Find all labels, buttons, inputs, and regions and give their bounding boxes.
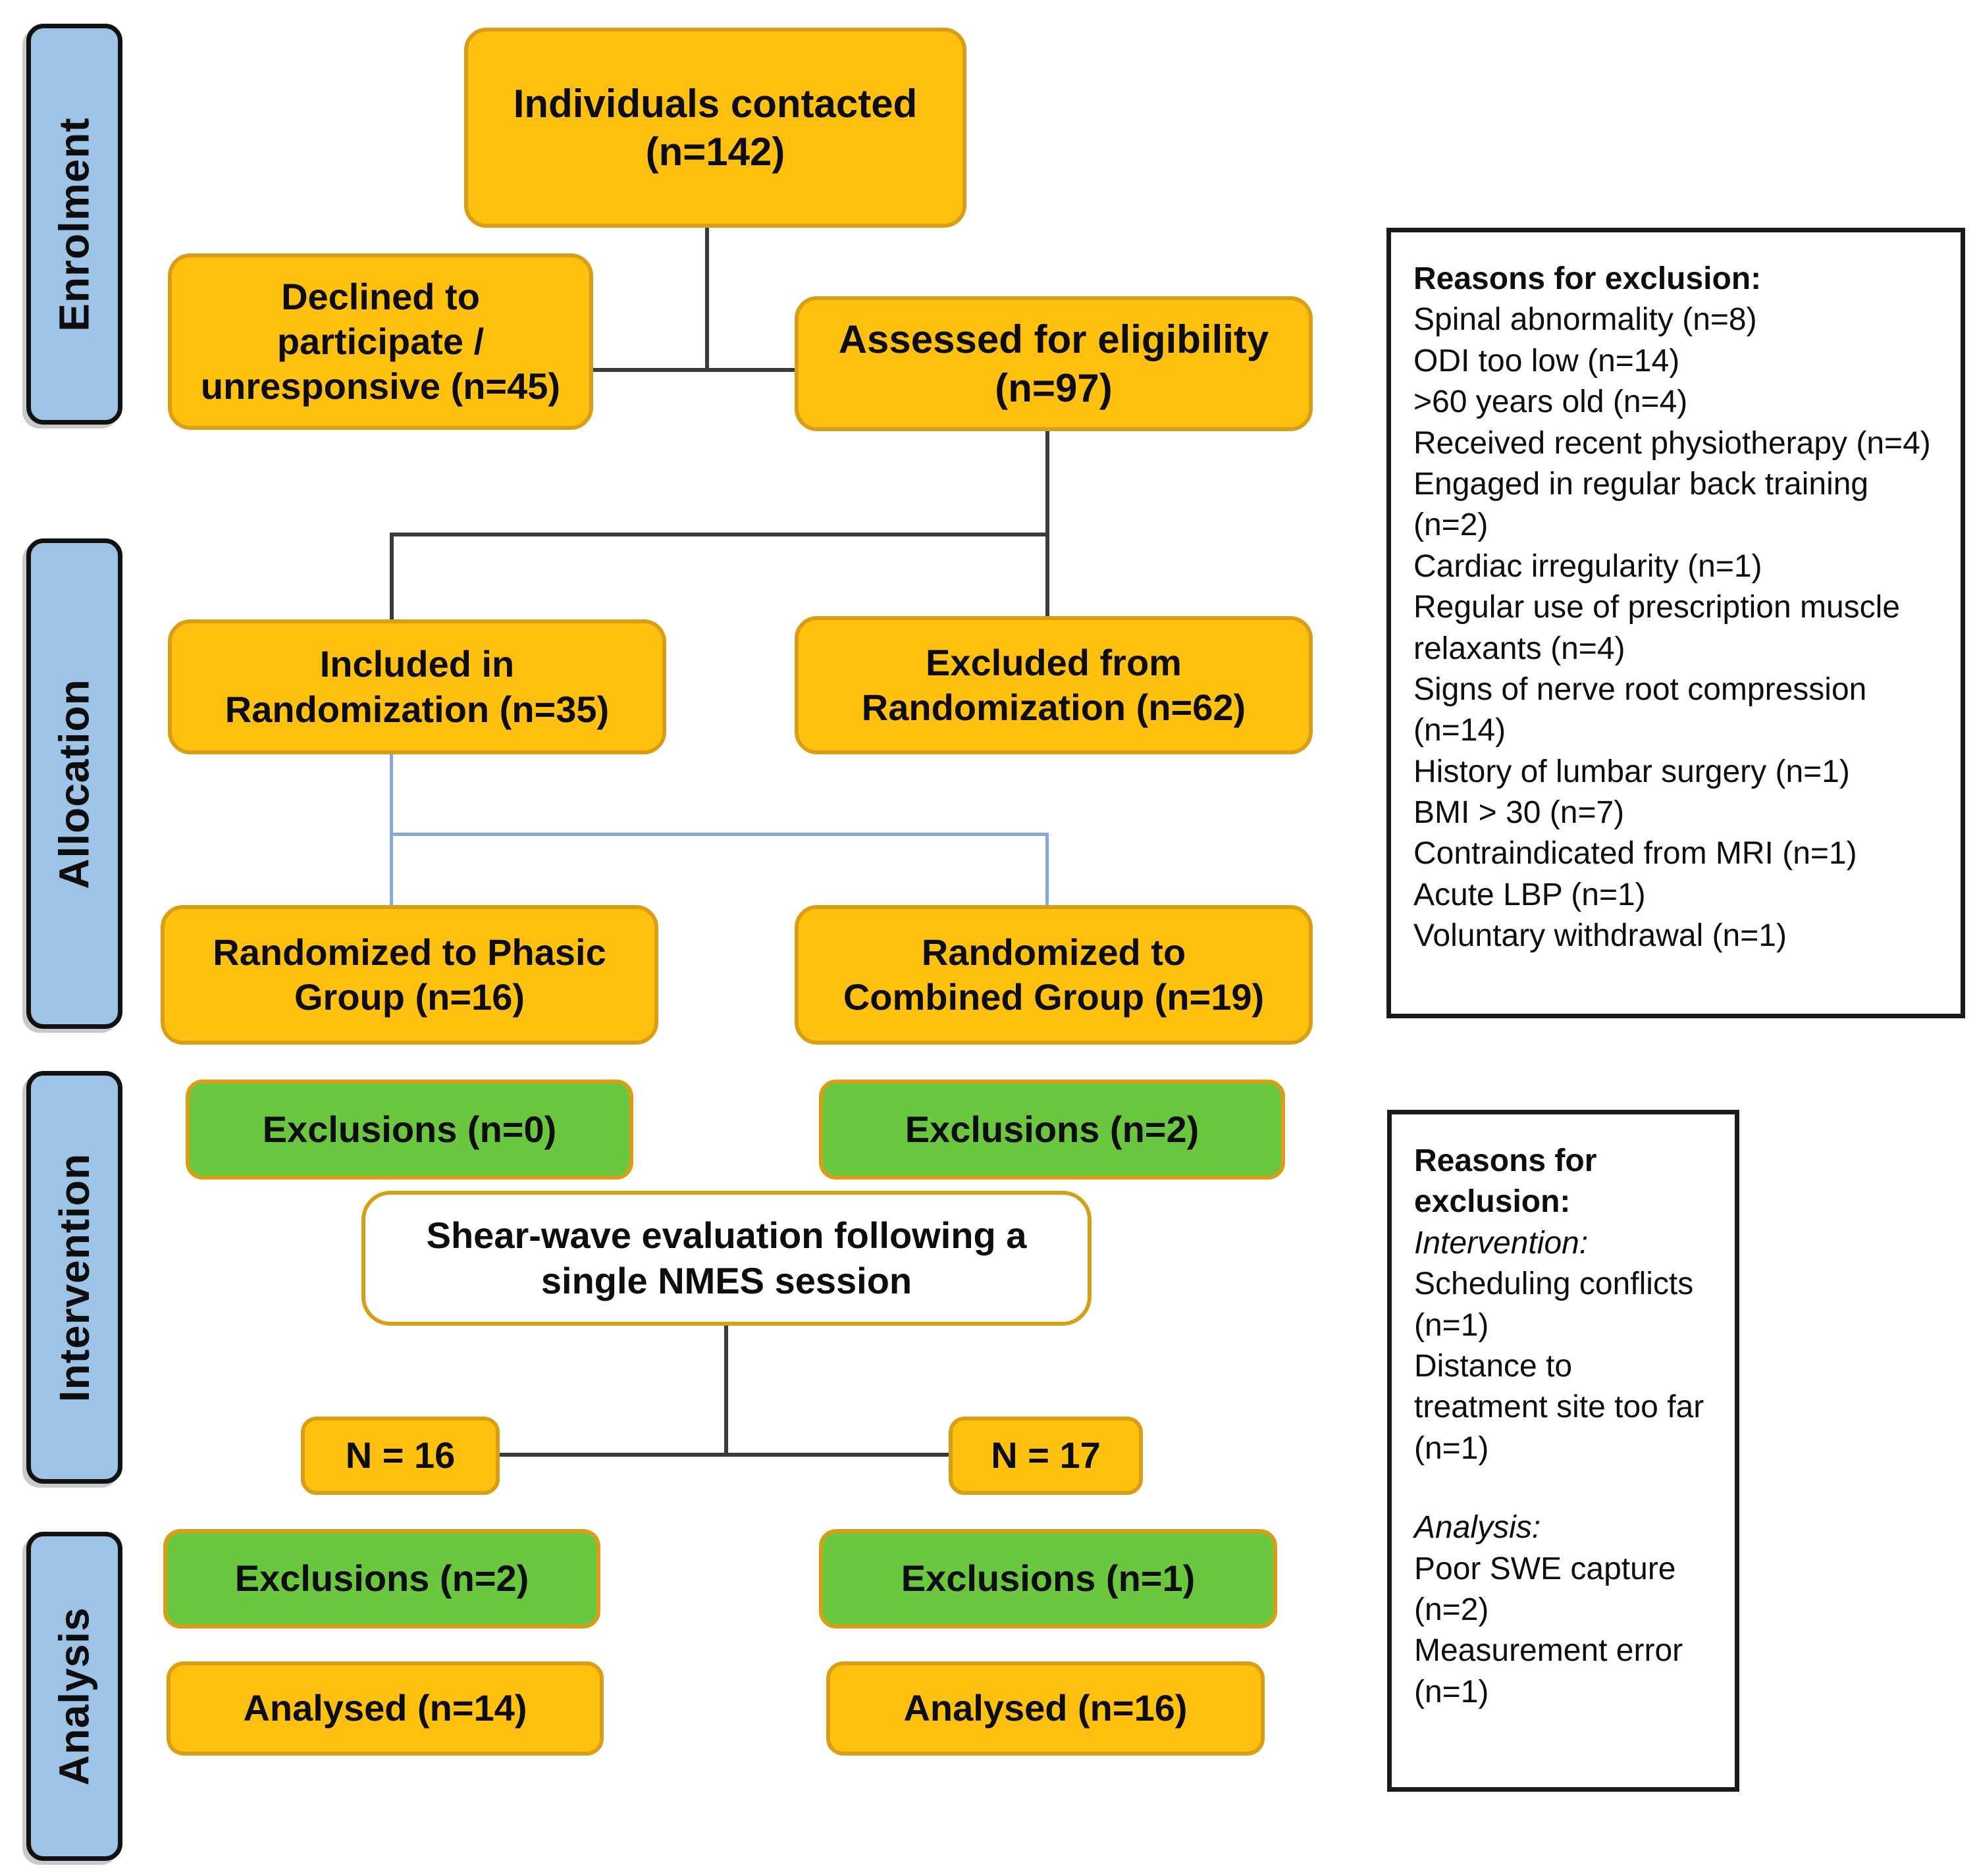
connector-assessed-down [1045,431,1049,619]
stage-label-enrolment: Enrolment [51,117,98,332]
box-analysed-combined: Analysed (n=16) [826,1661,1265,1756]
reason-line: >60 years old (n=4) [1413,384,1688,420]
connector-branch-horizontal [390,533,1048,536]
box-included: Included in Randomization (n=35) [168,619,666,754]
reason-line: Reasons for exclusion: [1414,1143,1597,1220]
stage-label-intervention: Intervention [51,1153,98,1402]
reason-line: Measurement error (n=1) [1414,1633,1683,1709]
box-exclusions-combined-intervention: Exclusions (n=2) [819,1080,1285,1180]
box-exclusions-phasic-analysis: Exclusions (n=2) [163,1529,600,1628]
box-declined: Declined to participate / unresponsive (… [168,253,593,430]
reason-line: Poor SWE capture (n=2) [1414,1551,1676,1627]
reasons-exclusion-allocation: Reasons for exclusion: Spinal abnormality… [1386,228,1965,1018]
box-individuals-contacted: Individuals contacted (n=142) [464,28,966,228]
connector-declined-assessed [593,368,797,372]
reason-line: Analysis: [1414,1510,1541,1546]
connector-n-horizontal [500,1453,950,1457]
reason-line: Regular use of prescription muscle relax… [1413,590,1901,666]
reason-line: Received recent physiotherapy (n=4) [1413,425,1931,461]
box-exclusions-combined-analysis: Exclusions (n=1) [819,1529,1277,1628]
connector-blue-phasic-drop [390,833,393,906]
box-n-phasic: N = 16 [301,1417,500,1495]
reason-line: Spinal abnormality (n=8) [1413,302,1757,338]
box-n-combined: N = 17 [949,1417,1143,1495]
stage-bar-analysis: Analysis [26,1532,122,1861]
reason-line: Scheduling conflicts (n=1) [1414,1266,1694,1343]
stage-bar-allocation: Allocation [26,538,122,1029]
reason-line: History of lumbar surgery (n=1) [1413,754,1850,789]
reasons-exclusion-analysis: Reasons for exclusion: Intervention: Sched… [1387,1110,1739,1792]
stage-bar-enrolment: Enrolment [26,24,122,425]
reason-line: Reasons for exclusion: [1413,261,1762,296]
connector-individuals-down [705,228,709,371]
box-randomized-combined: Randomized to Combined Group (n=19) [795,905,1313,1045]
stage-bar-intervention: Intervention [26,1071,122,1484]
reason-line: Contraindicated from MRI (n=1) [1413,836,1857,872]
reason-line: ODI too low (n=14) [1413,343,1680,378]
reason-line: Voluntary withdrawal (n=1) [1413,918,1787,954]
connector-blue-combined-drop [1045,833,1049,906]
stage-label-allocation: Allocation [51,678,98,889]
box-randomized-phasic: Randomized to Phasic Group (n=16) [161,905,658,1045]
box-excluded: Excluded from Randomization (n=62) [795,616,1313,754]
box-shear-wave: Shear-wave evaluation following a single… [361,1191,1092,1326]
connector-blue-horizontal [390,833,1048,836]
box-exclusions-phasic-intervention: Exclusions (n=0) [186,1080,633,1180]
reason-line: Intervention: [1414,1225,1589,1261]
connector-shear-down [724,1326,728,1456]
box-assessed: Assessed for eligibility (n=97) [795,296,1313,431]
reason-line: Cardiac irregularity (n=1) [1413,548,1762,584]
box-analysed-phasic: Analysed (n=14) [167,1661,604,1756]
reason-line [1414,1469,1712,1507]
reason-line: BMI > 30 (n=7) [1413,795,1625,831]
reason-line: Signs of nerve root compression (n=14) [1413,671,1867,748]
reason-line: Engaged in regular back training (n=2) [1413,466,1869,543]
reason-line: Acute LBP (n=1) [1413,877,1646,912]
reason-line: Distance to treatment site too far (n=1) [1414,1348,1704,1466]
connector-included-drop [390,533,394,621]
stage-label-analysis: Analysis [51,1607,98,1786]
connector-blue-included-down [390,754,393,835]
